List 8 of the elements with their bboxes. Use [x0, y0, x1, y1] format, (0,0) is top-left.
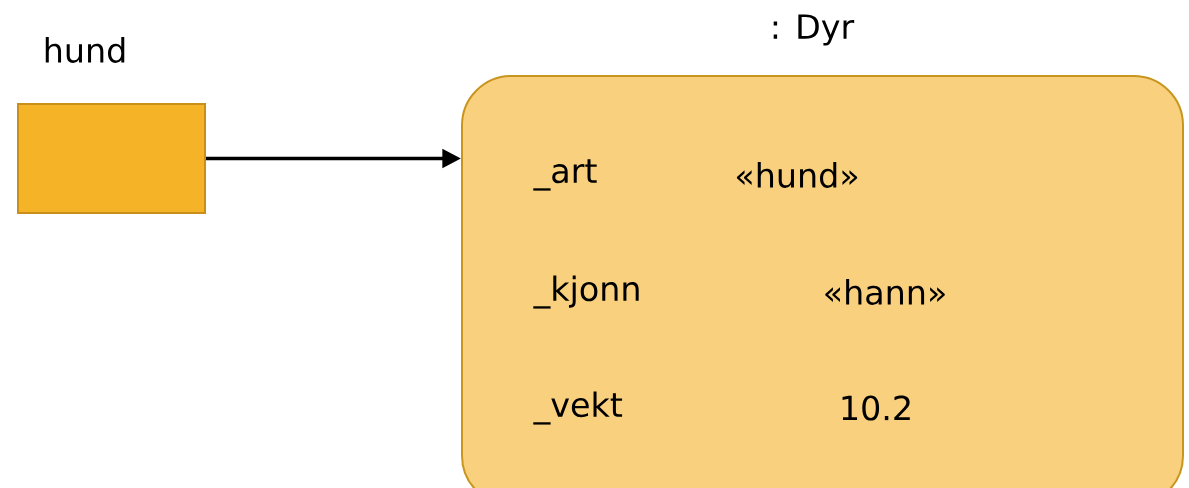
field-value: «hann» [825, 279, 945, 305]
variable-name: hund [45, 37, 125, 63]
class-label: : Dyr [773, 14, 855, 46]
field-name: _vekt [533, 391, 623, 425]
field-value: «hund» [736, 162, 858, 188]
field-name: _kjonn [533, 275, 639, 309]
field-name: _art [533, 159, 597, 191]
field-value: 10.2 [842, 395, 910, 421]
